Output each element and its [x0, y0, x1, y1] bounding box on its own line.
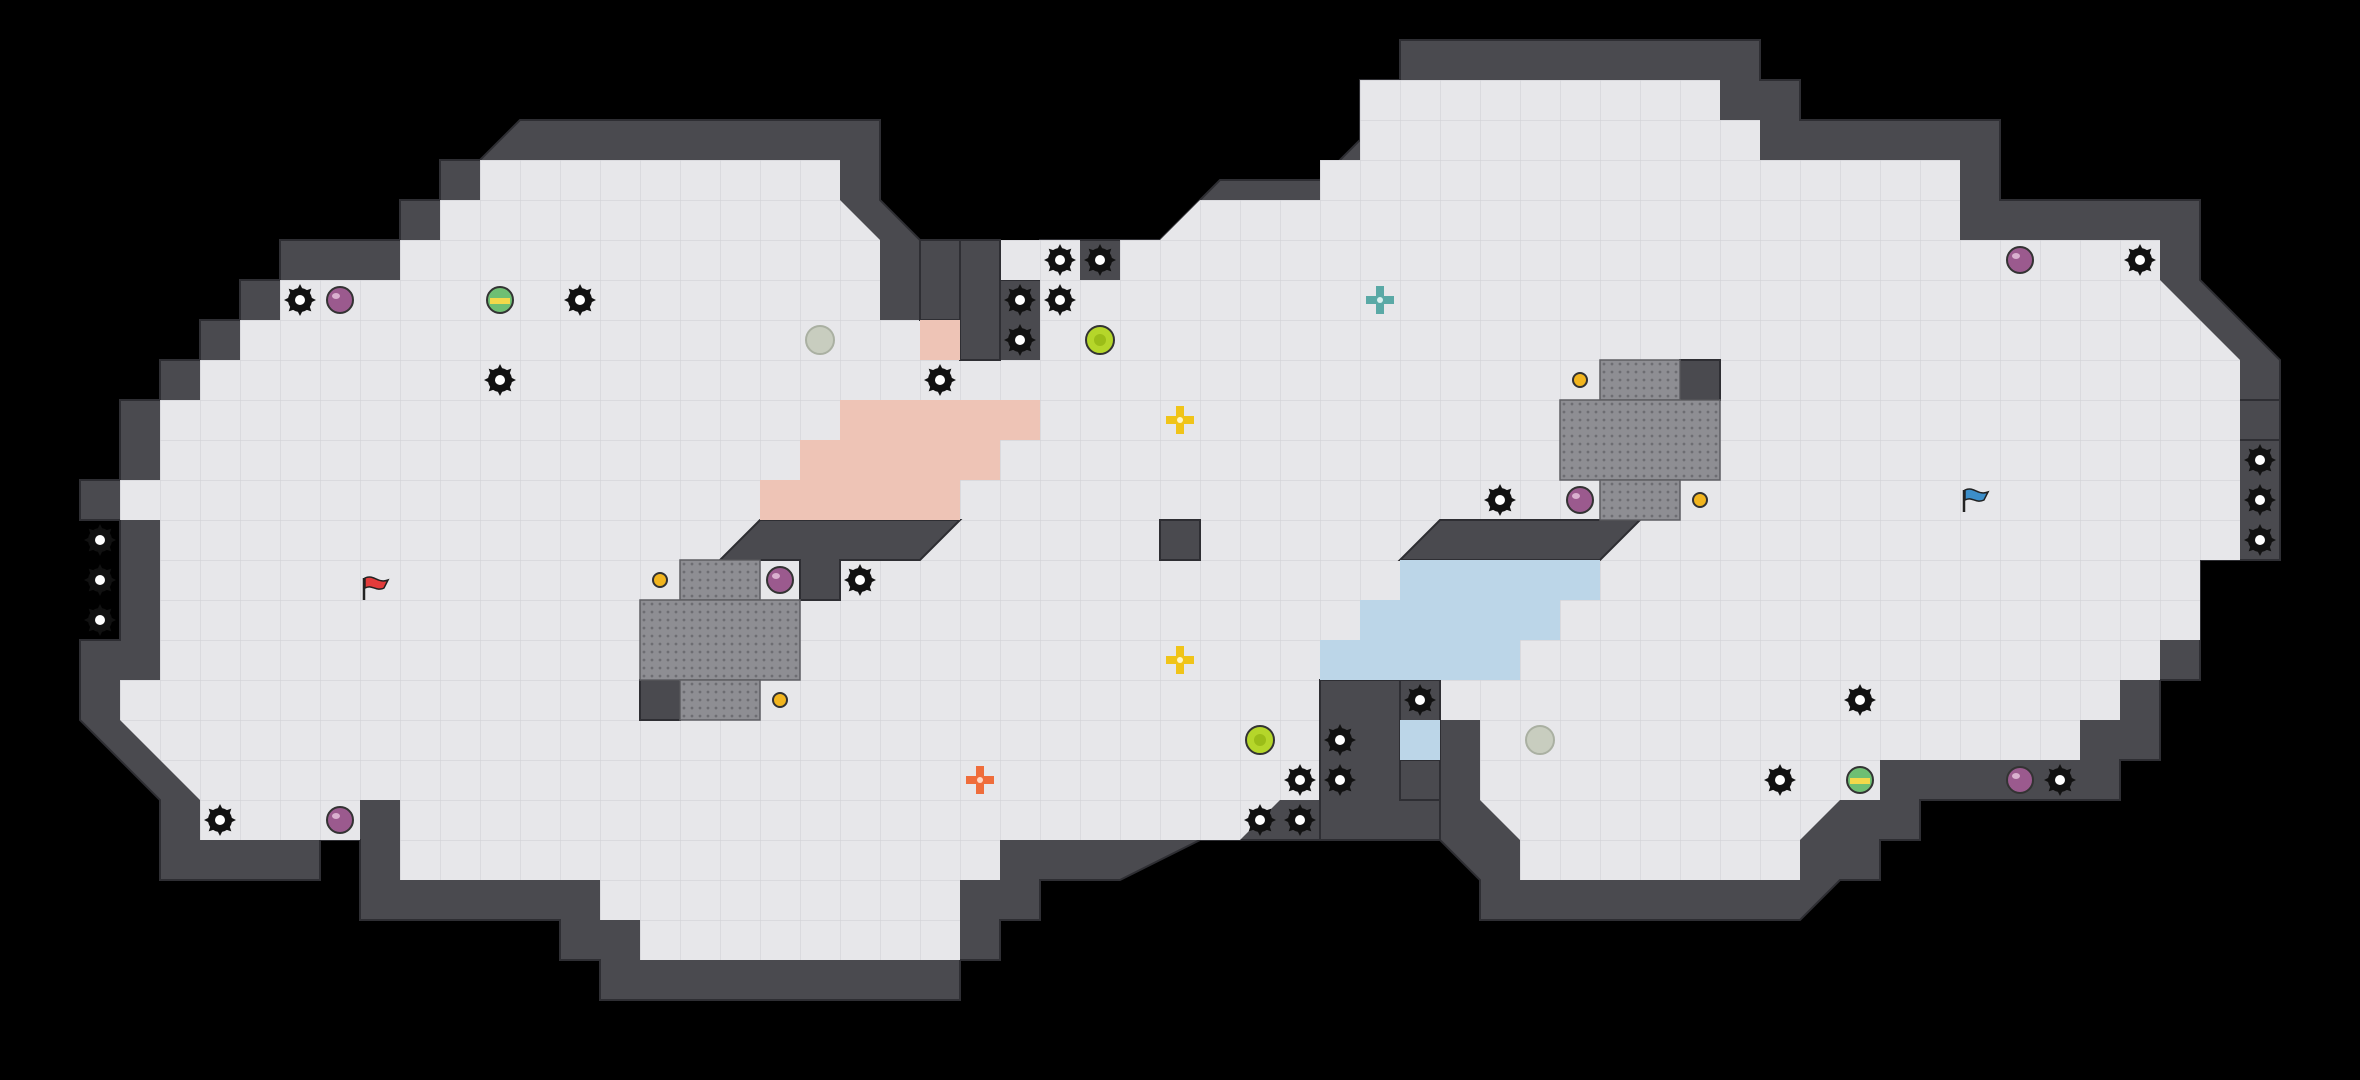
saw-blade-icon: [1404, 684, 1436, 716]
saw-blade-icon: [1044, 244, 1076, 276]
flag-icon: [1962, 488, 1990, 512]
coin-dot-icon: [772, 692, 788, 708]
wall-block: [639, 679, 681, 721]
saw-blade-icon: [1284, 804, 1316, 836]
saw-blade-icon: [2124, 244, 2156, 276]
wall-ledge-right: [1397, 519, 1643, 561]
coin-dot-icon: [652, 572, 668, 588]
faded-discs: [805, 325, 1555, 755]
saw-blade-icon: [2244, 524, 2276, 556]
saw-blade-icon: [1764, 764, 1796, 796]
wall-block: [1679, 359, 1721, 401]
potion-orb-icon: [326, 286, 354, 314]
faded-disc-icon: [805, 325, 835, 355]
potion-orb-icon: [326, 806, 354, 834]
saw-blade-icon: [564, 284, 596, 316]
saw-blade-icon: [1324, 764, 1356, 796]
lime-orb-icon: [1245, 725, 1275, 755]
saw-blade-icon: [484, 364, 516, 396]
saw-blade-icon: [1084, 244, 1116, 276]
saw-blade-icon: [844, 564, 876, 596]
saw-blade-icon: [1484, 484, 1516, 516]
lime-orb-icon: [1085, 325, 1115, 355]
grate-left: [639, 559, 801, 721]
saw-blade-icon: [1284, 764, 1316, 796]
flag-blue: [1962, 488, 1990, 512]
saw-blade-icon: [2244, 484, 2276, 516]
potion-orb-icon: [1566, 486, 1594, 514]
saw-blade-icon: [84, 604, 116, 636]
wall-pillar-top-2: [959, 239, 1001, 361]
red-zone: [760, 320, 1040, 520]
saw-blade-icon: [924, 364, 956, 396]
saw-blade-icon: [1244, 804, 1276, 836]
saw-blade-icon: [2044, 764, 2076, 796]
saw-blade-icon: [1324, 724, 1356, 756]
grate-right: [1559, 359, 1721, 521]
saw-blade-icon: [1004, 284, 1036, 316]
blue-zone: [1320, 560, 1600, 760]
faded-disc-icon: [1525, 725, 1555, 755]
saw-blade-icon: [1044, 284, 1076, 316]
flag-icon: [362, 576, 390, 600]
green-orb-icon: [486, 286, 514, 314]
potion-orb-icon: [2006, 246, 2034, 274]
saw-blade-icon: [1844, 684, 1876, 716]
flag-red: [362, 576, 390, 600]
potion-orb-icon: [766, 566, 794, 594]
potion-orb-icon: [2006, 766, 2034, 794]
saw-blade-icon: [284, 284, 316, 316]
saw-blade-icon: [204, 804, 236, 836]
saw-blade-icon: [84, 564, 116, 596]
coin-dot-icon: [1572, 372, 1588, 388]
saw-blade-icon: [84, 524, 116, 556]
green-orb-icon: [1846, 766, 1874, 794]
saw-blade-icon: [1004, 324, 1036, 356]
wall-pillar-top: [919, 239, 961, 321]
saw-blade-icon: [2244, 444, 2276, 476]
wall-block: [1159, 519, 1201, 561]
coin-dot-icon: [1692, 492, 1708, 508]
